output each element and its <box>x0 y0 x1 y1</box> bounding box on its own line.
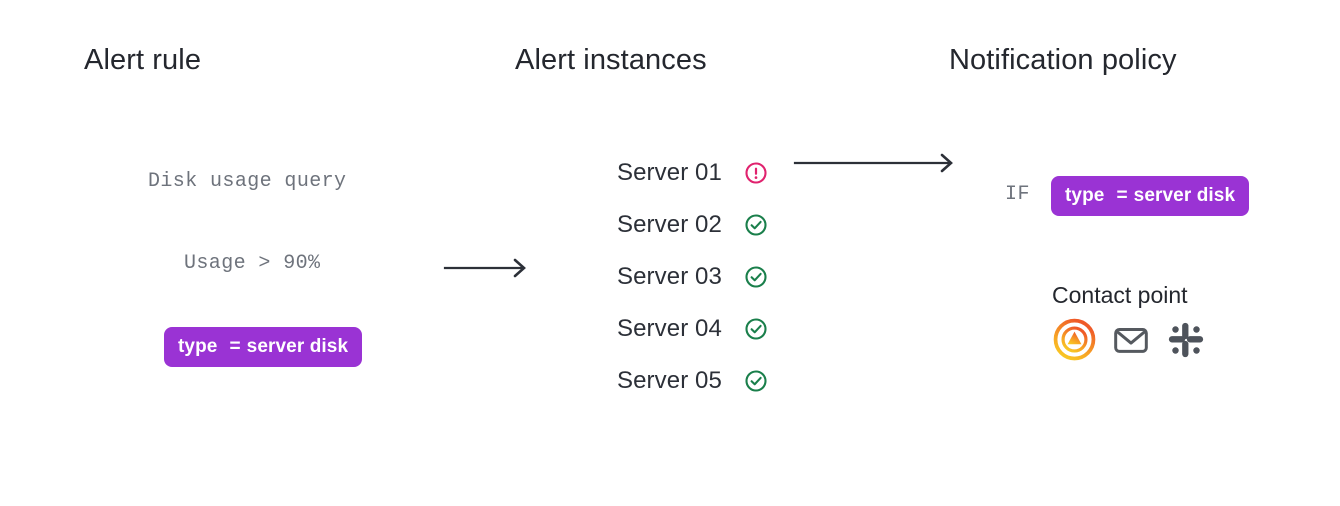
contact-point-channel-list <box>1052 317 1207 362</box>
alert-instance-list: Server 01 Server 02 Server 03 Server 04 <box>617 147 768 407</box>
column-title-alert-instances: Alert instances <box>515 44 707 76</box>
matcher-key: type <box>1065 185 1105 206</box>
matcher-operator: = <box>1116 185 1128 206</box>
alert-instance-row: Server 02 <box>617 199 768 251</box>
check-circle-icon <box>745 318 767 340</box>
alert-instance-row: Server 04 <box>617 303 768 355</box>
contact-point-title: Contact point <box>1052 282 1188 308</box>
arrow-instance-to-policy <box>793 153 953 173</box>
alert-circle-icon <box>745 162 767 184</box>
matcher-value: server disk <box>1133 185 1236 206</box>
check-circle-icon <box>745 214 767 236</box>
column-title-alert-rule: Alert rule <box>84 44 202 76</box>
label-key: type <box>178 336 218 357</box>
alert-instance-row: Server 01 <box>617 147 768 199</box>
alert-rule-label-badge: type = server disk <box>164 327 363 367</box>
check-circle-icon <box>745 370 767 392</box>
alert-rule-condition-text: Usage > 90% <box>184 252 321 275</box>
alert-rule-query-text: Disk usage query <box>148 170 347 193</box>
check-circle-icon <box>745 266 767 288</box>
alert-instance-name: Server 05 <box>617 367 722 394</box>
grafana-logo-icon <box>1053 318 1096 361</box>
envelope-icon <box>1114 327 1148 353</box>
policy-if-keyword: IF <box>1005 183 1031 206</box>
alert-instance-row: Server 05 <box>617 355 768 407</box>
alert-instance-row: Server 03 <box>617 251 768 303</box>
alert-instance-name: Server 03 <box>617 263 722 290</box>
alert-instance-name: Server 01 <box>617 159 722 186</box>
arrow-rule-to-instances <box>443 258 526 278</box>
slack-logo-icon <box>1168 322 1204 357</box>
column-title-notification-policy: Notification policy <box>949 44 1177 76</box>
label-operator: = <box>229 336 241 357</box>
policy-matcher-badge: type = server disk <box>1051 176 1250 216</box>
alert-instance-name: Server 02 <box>617 211 722 238</box>
alert-instance-name: Server 04 <box>617 315 722 342</box>
label-value: server disk <box>246 336 349 357</box>
